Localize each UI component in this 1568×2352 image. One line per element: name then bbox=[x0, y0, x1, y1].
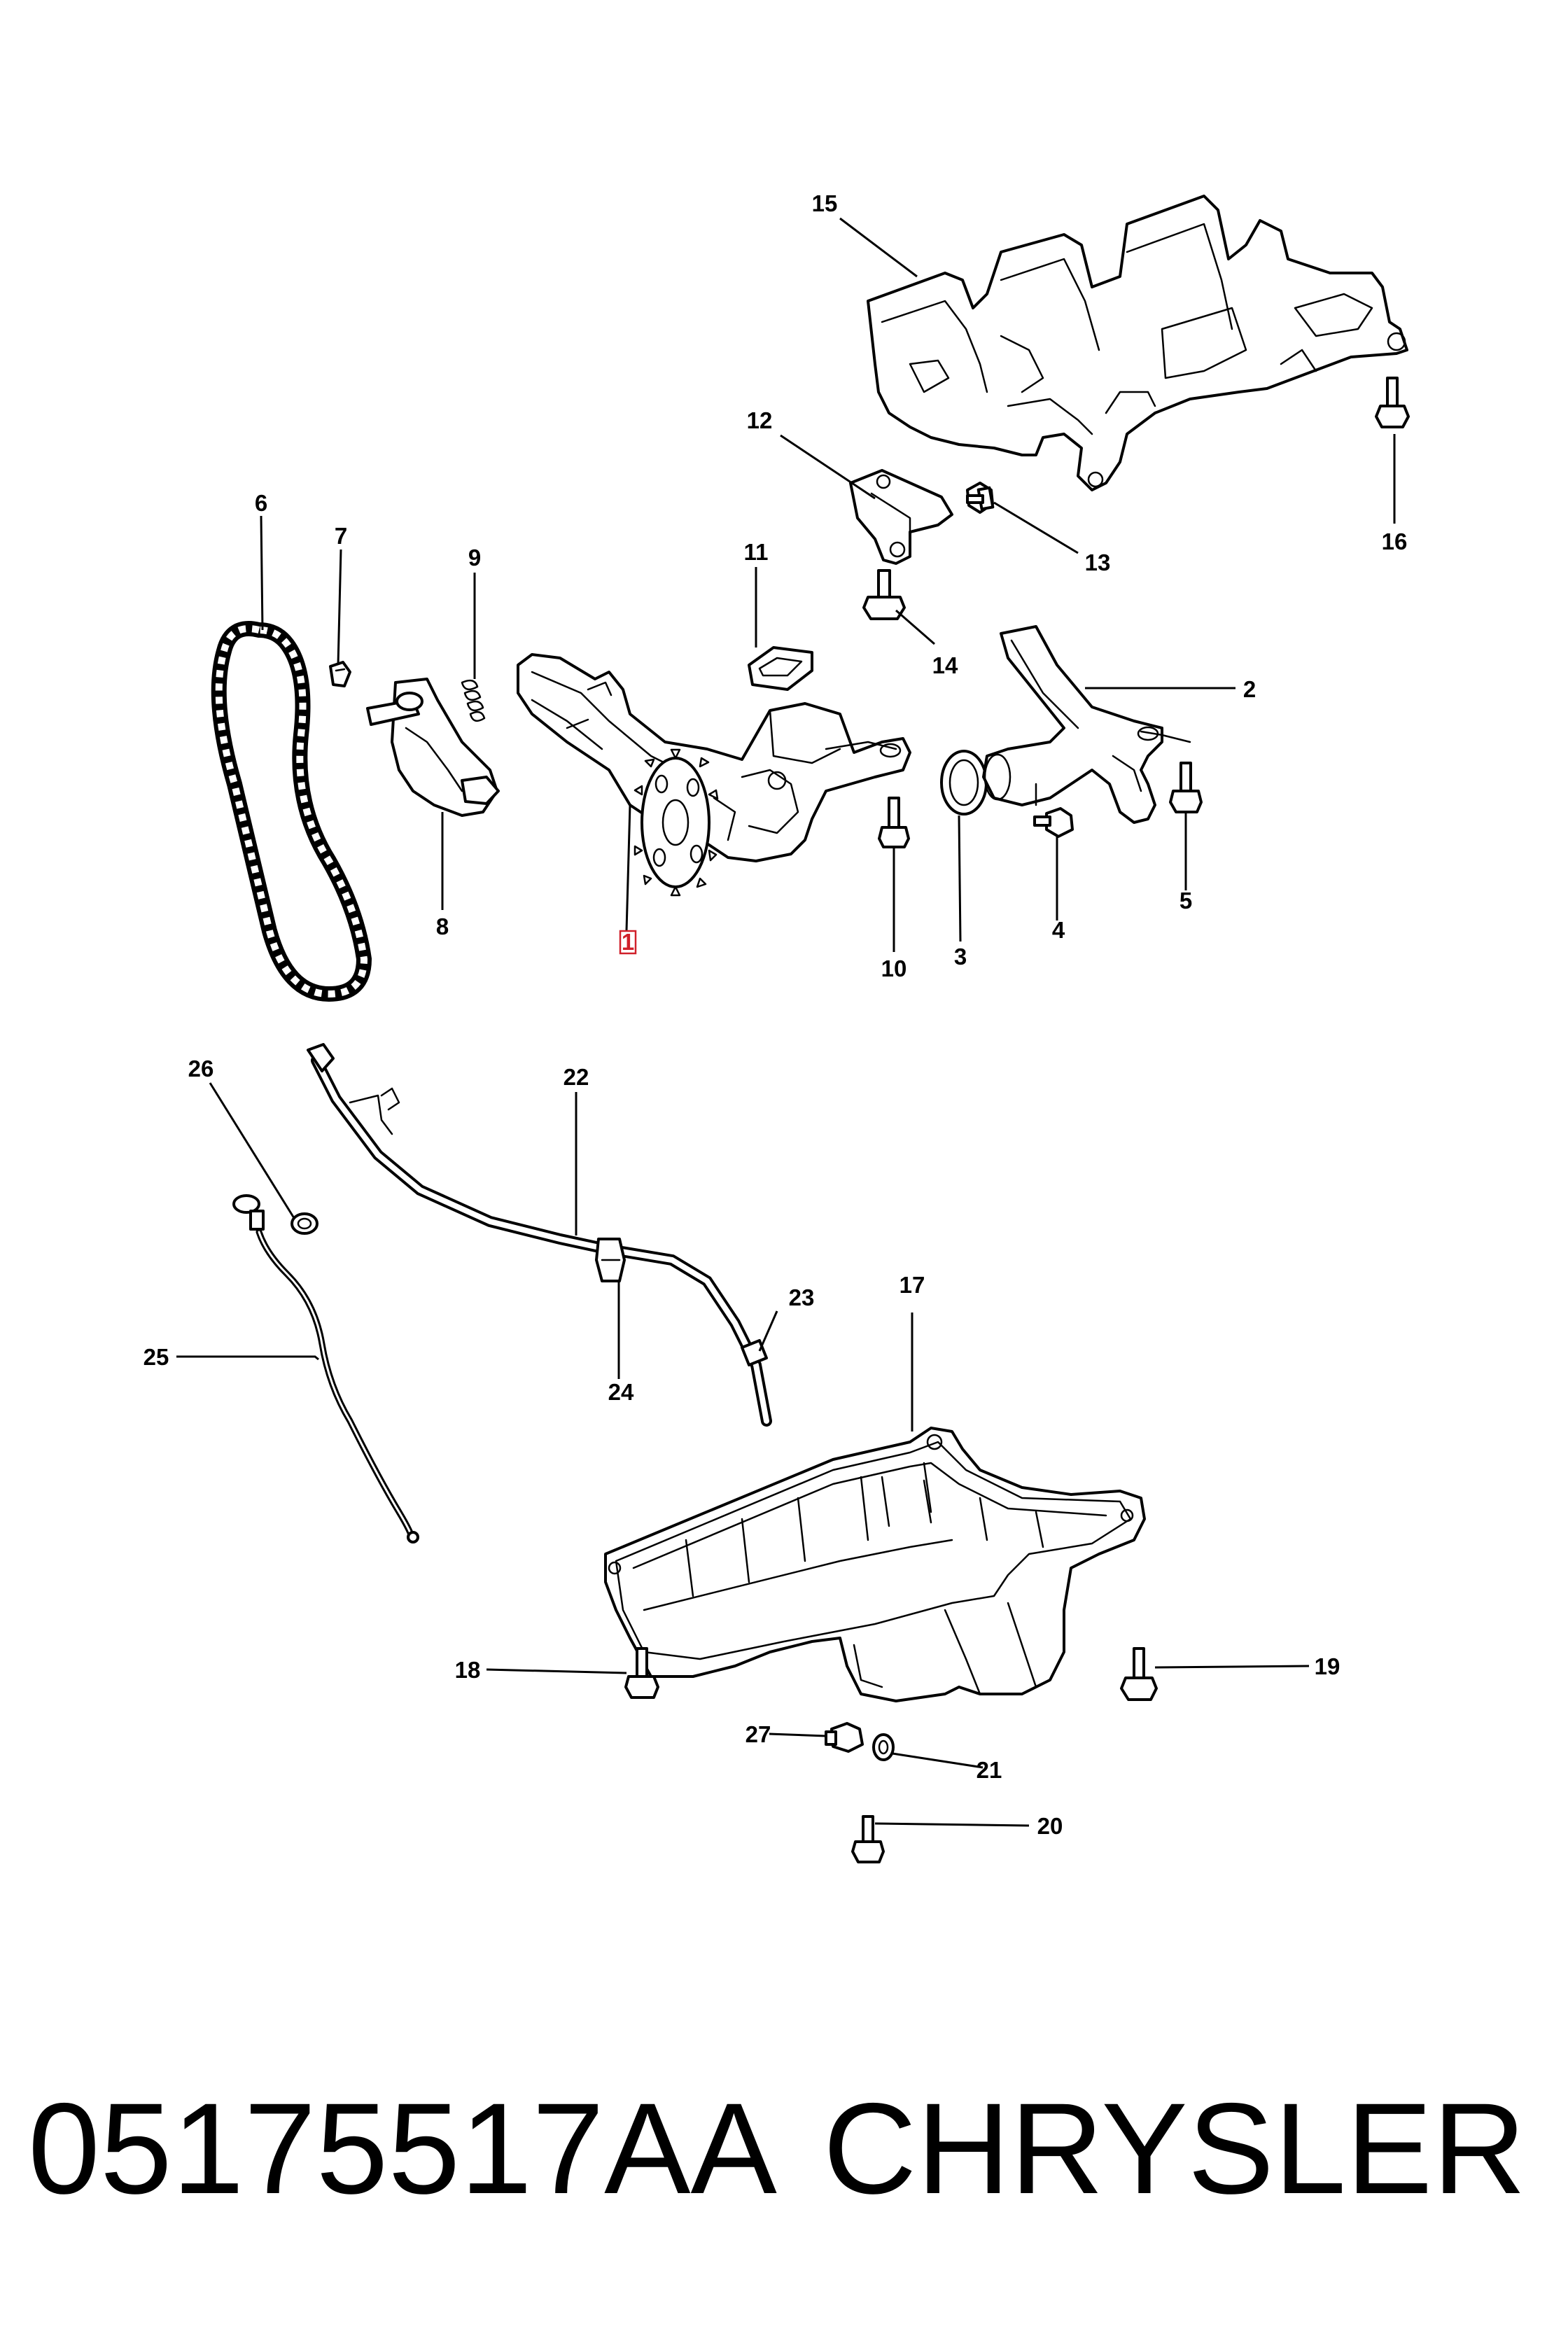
part-21-gasket bbox=[872, 1733, 895, 1761]
callout-7: 7 bbox=[335, 523, 347, 549]
part-number: 05175517AA bbox=[28, 2077, 777, 2221]
callout-17: 17 bbox=[899, 1272, 925, 1298]
callout-4: 4 bbox=[1052, 917, 1065, 943]
part-8-tensioner bbox=[366, 678, 500, 817]
part-17-oil-pan bbox=[604, 1427, 1146, 1702]
callout-labels: 15 16 12 13 14 11 2 6 7 9 8 1 10 3 4 5 2… bbox=[144, 190, 1408, 1839]
part-27-drain-plug bbox=[825, 1722, 864, 1753]
part-13-bolt bbox=[966, 482, 995, 514]
footer: 05175517AA CHRYSLER bbox=[0, 2072, 1568, 2226]
part-20-bolt bbox=[851, 1815, 885, 1863]
part-6-timing-chain bbox=[211, 621, 372, 1002]
part-25-dipstick bbox=[232, 1194, 419, 1544]
callout-10: 10 bbox=[881, 955, 907, 981]
part-12-bracket bbox=[849, 469, 953, 565]
brand-name: CHRYSLER bbox=[822, 2077, 1526, 2221]
part-19-bolt bbox=[1120, 1647, 1158, 1701]
callout-13: 13 bbox=[1085, 550, 1111, 575]
callout-2: 2 bbox=[1243, 676, 1256, 702]
part-22-dipstick-tube bbox=[307, 1043, 772, 1427]
part-7-clip bbox=[329, 661, 351, 687]
part-14-bolt bbox=[862, 569, 906, 620]
part-4-bolt bbox=[1033, 807, 1074, 838]
callout-3: 3 bbox=[954, 944, 967, 969]
callout-26: 26 bbox=[188, 1056, 214, 1082]
part-15-windage-tray bbox=[867, 195, 1408, 491]
leader-lines bbox=[176, 217, 1396, 1827]
callout-5: 5 bbox=[1180, 888, 1192, 913]
part-9-spring bbox=[461, 679, 486, 722]
callout-12: 12 bbox=[747, 407, 773, 433]
callout-24: 24 bbox=[608, 1379, 634, 1405]
part-18-bolt bbox=[624, 1647, 659, 1699]
callout-8: 8 bbox=[436, 913, 449, 939]
callout-15: 15 bbox=[812, 190, 838, 216]
callout-14: 14 bbox=[932, 652, 958, 678]
callout-9: 9 bbox=[468, 545, 481, 570]
callout-1-highlight-box bbox=[619, 930, 637, 955]
part-16-bolt bbox=[1375, 377, 1410, 428]
part-2-pickup-tube bbox=[982, 625, 1191, 824]
callout-20: 20 bbox=[1037, 1813, 1063, 1839]
callout-16: 16 bbox=[1382, 528, 1408, 554]
callout-22: 22 bbox=[564, 1064, 589, 1090]
callout-23: 23 bbox=[789, 1284, 815, 1310]
callout-21: 21 bbox=[976, 1757, 1002, 1783]
part-26-seal bbox=[290, 1212, 318, 1235]
callout-1: 1 bbox=[622, 929, 634, 955]
part-11-screen-cap bbox=[748, 646, 813, 691]
callout-6: 6 bbox=[255, 490, 267, 516]
callout-27: 27 bbox=[746, 1721, 771, 1747]
callout-25: 25 bbox=[144, 1344, 169, 1370]
callout-19: 19 bbox=[1315, 1653, 1340, 1679]
part-24-clip bbox=[595, 1238, 626, 1282]
part-3-o-ring bbox=[940, 750, 988, 816]
callout-11: 11 bbox=[744, 539, 769, 565]
part-5-bolt bbox=[1169, 762, 1203, 813]
callout-18: 18 bbox=[455, 1657, 481, 1683]
part-1-oil-pump bbox=[517, 653, 911, 897]
part-10-bolt bbox=[878, 797, 910, 848]
